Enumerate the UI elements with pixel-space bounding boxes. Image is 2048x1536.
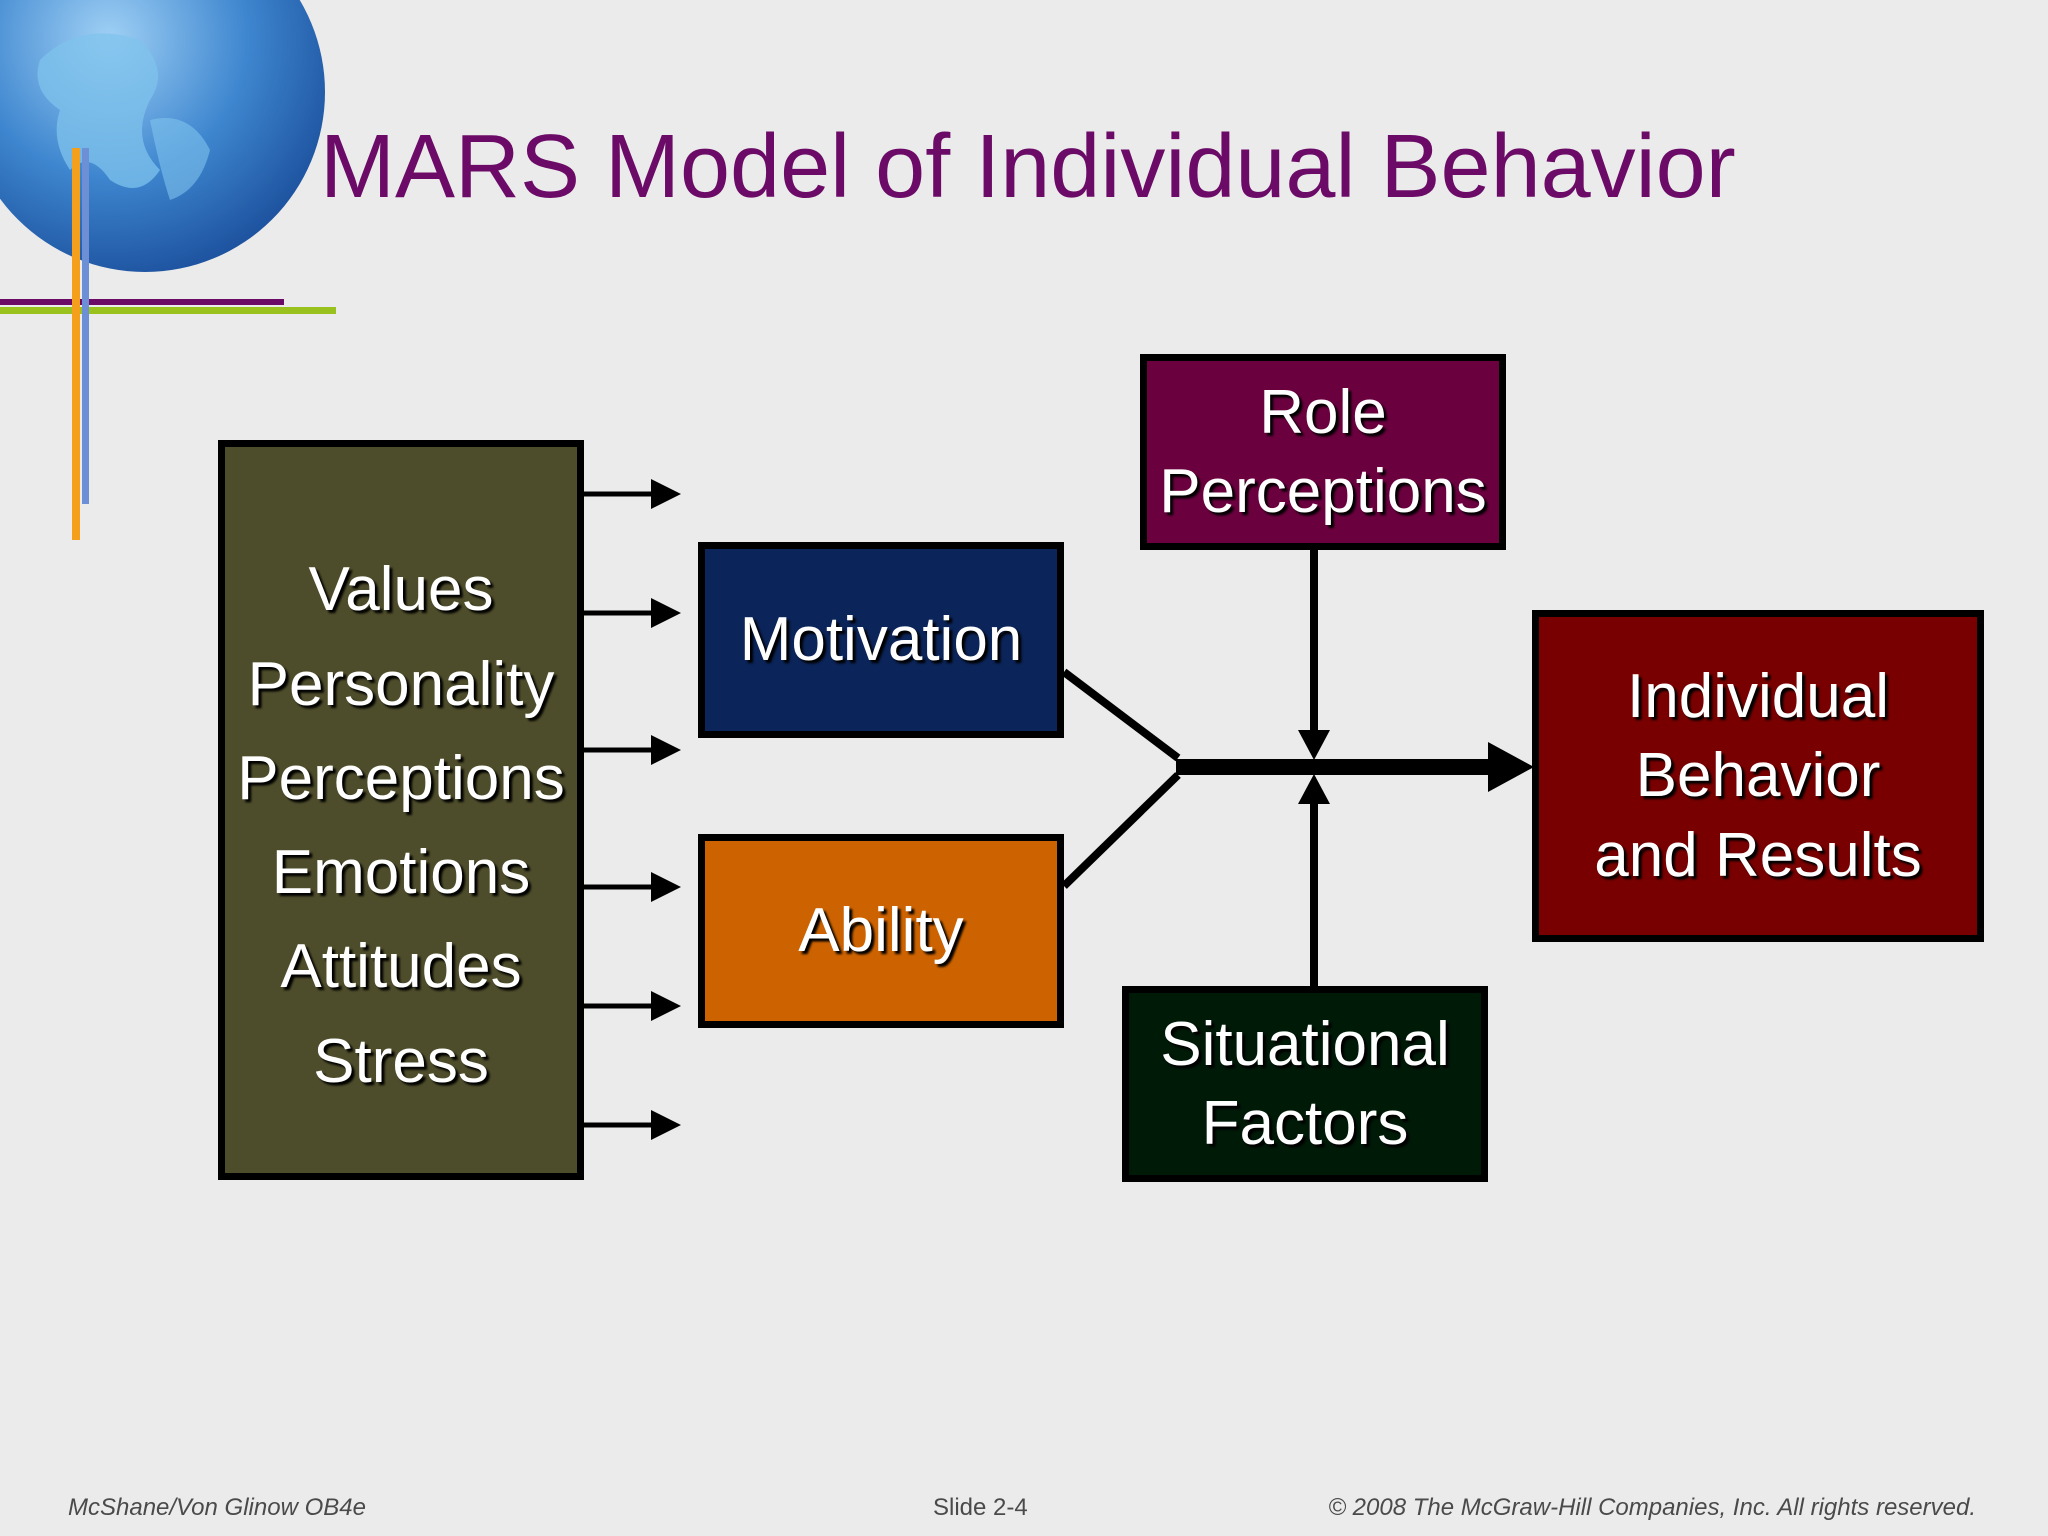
- role-perceptions-box: Role Perceptions: [1140, 354, 1506, 550]
- factor-stress: Stress: [313, 1026, 489, 1096]
- main-arrowhead: [1488, 742, 1534, 792]
- footer-course: McShane/Von Glinow OB4e: [68, 1494, 366, 1521]
- factor-perceptions: Perceptions: [237, 743, 565, 813]
- ability-label: Ability: [798, 896, 964, 966]
- convergence-lines: [1061, 668, 1181, 889]
- factor-attitudes: Attitudes: [280, 932, 522, 1002]
- role-perceptions-line-1: Role: [1259, 377, 1387, 447]
- footer-slide-number: Slide 2-4: [933, 1494, 1028, 1521]
- individual-factors-box: Values Personality Perceptions Emotions …: [218, 440, 584, 1180]
- individual-behavior-results-box: Individual Behavior and Results: [1532, 610, 1984, 942]
- slide-title: MARS Model of Individual Behavior: [320, 117, 1736, 217]
- factor-arrows: [584, 479, 681, 1140]
- situational-factors-line-1: Situational: [1160, 1009, 1450, 1079]
- results-line-3: and Results: [1594, 820, 1922, 890]
- globe-icon: [0, 0, 336, 540]
- results-line-2: Behavior: [1635, 741, 1881, 811]
- motivation-label: Motivation: [739, 605, 1023, 675]
- factor-emotions: Emotions: [271, 838, 531, 908]
- results-line-1: Individual: [1627, 661, 1889, 731]
- ability-box: Ability: [698, 834, 1064, 1028]
- factor-personality: Personality: [247, 649, 555, 719]
- footer-copyright: © 2008 The McGraw-Hill Companies, Inc. A…: [1328, 1494, 1976, 1521]
- factor-values: Values: [308, 555, 494, 625]
- role-perceptions-line-2: Perceptions: [1159, 457, 1487, 526]
- motivation-box: Motivation: [698, 542, 1064, 738]
- situational-factors-line-2: Factors: [1201, 1089, 1409, 1158]
- situational-factors-box: Situational Factors: [1122, 986, 1488, 1182]
